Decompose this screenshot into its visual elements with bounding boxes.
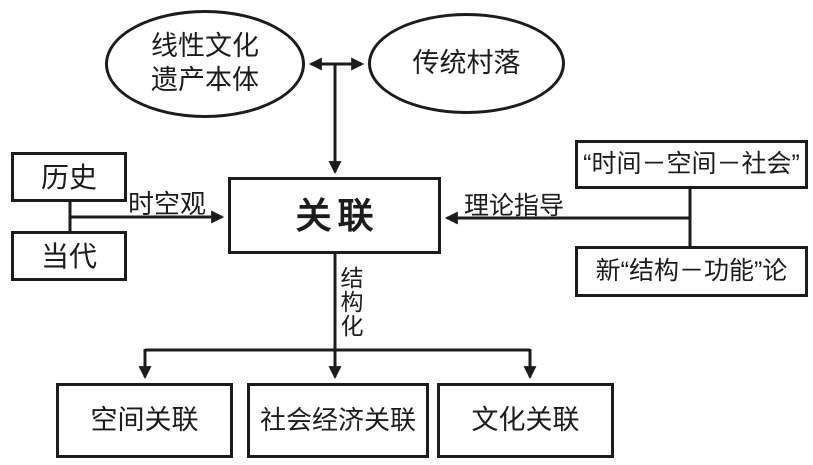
edge-label-time-space-view: 时空观 [128,189,207,219]
node-cultural-association-label: 文化关联 [471,404,580,435]
node-history-label: 历史 [40,161,97,193]
node-linear-cultural-heritage-label-line2: 遗产本体 [151,65,259,95]
node-time-space-society-label: “时间－空间－社会” [583,149,800,178]
node-linear-cultural-heritage-ellipse: 线性文化 遗产本体 [105,10,305,118]
node-traditional-village-label: 传统村落 [412,47,521,78]
node-cultural-association-box: 文化关联 [437,383,614,458]
node-socioeconomic-association-label: 社会经济关联 [259,405,416,436]
node-history-box: 历史 [11,152,127,202]
node-association-label: 关联 [295,195,380,236]
node-new-structure-function-label: 新“结构－功能”论 [595,256,788,285]
node-spatial-association-box: 空间关联 [56,383,233,458]
node-contemporary-label: 当代 [40,240,97,272]
node-time-space-society-box: “时间－空间－社会” [575,140,808,189]
edge-label-structuring: 结构化 [337,266,363,338]
node-traditional-village-ellipse: 传统村落 [368,13,565,114]
node-spatial-association-label: 空间关联 [90,404,199,435]
edge-label-theory-guidance: 理论指导 [464,192,565,220]
node-socioeconomic-association-box: 社会经济关联 [247,383,429,458]
node-association-box: 关联 [228,177,441,254]
node-contemporary-box: 当代 [11,231,127,281]
node-new-structure-function-box: 新“结构－功能”论 [575,246,808,297]
node-linear-cultural-heritage-label-line1: 线性文化 [151,31,259,62]
